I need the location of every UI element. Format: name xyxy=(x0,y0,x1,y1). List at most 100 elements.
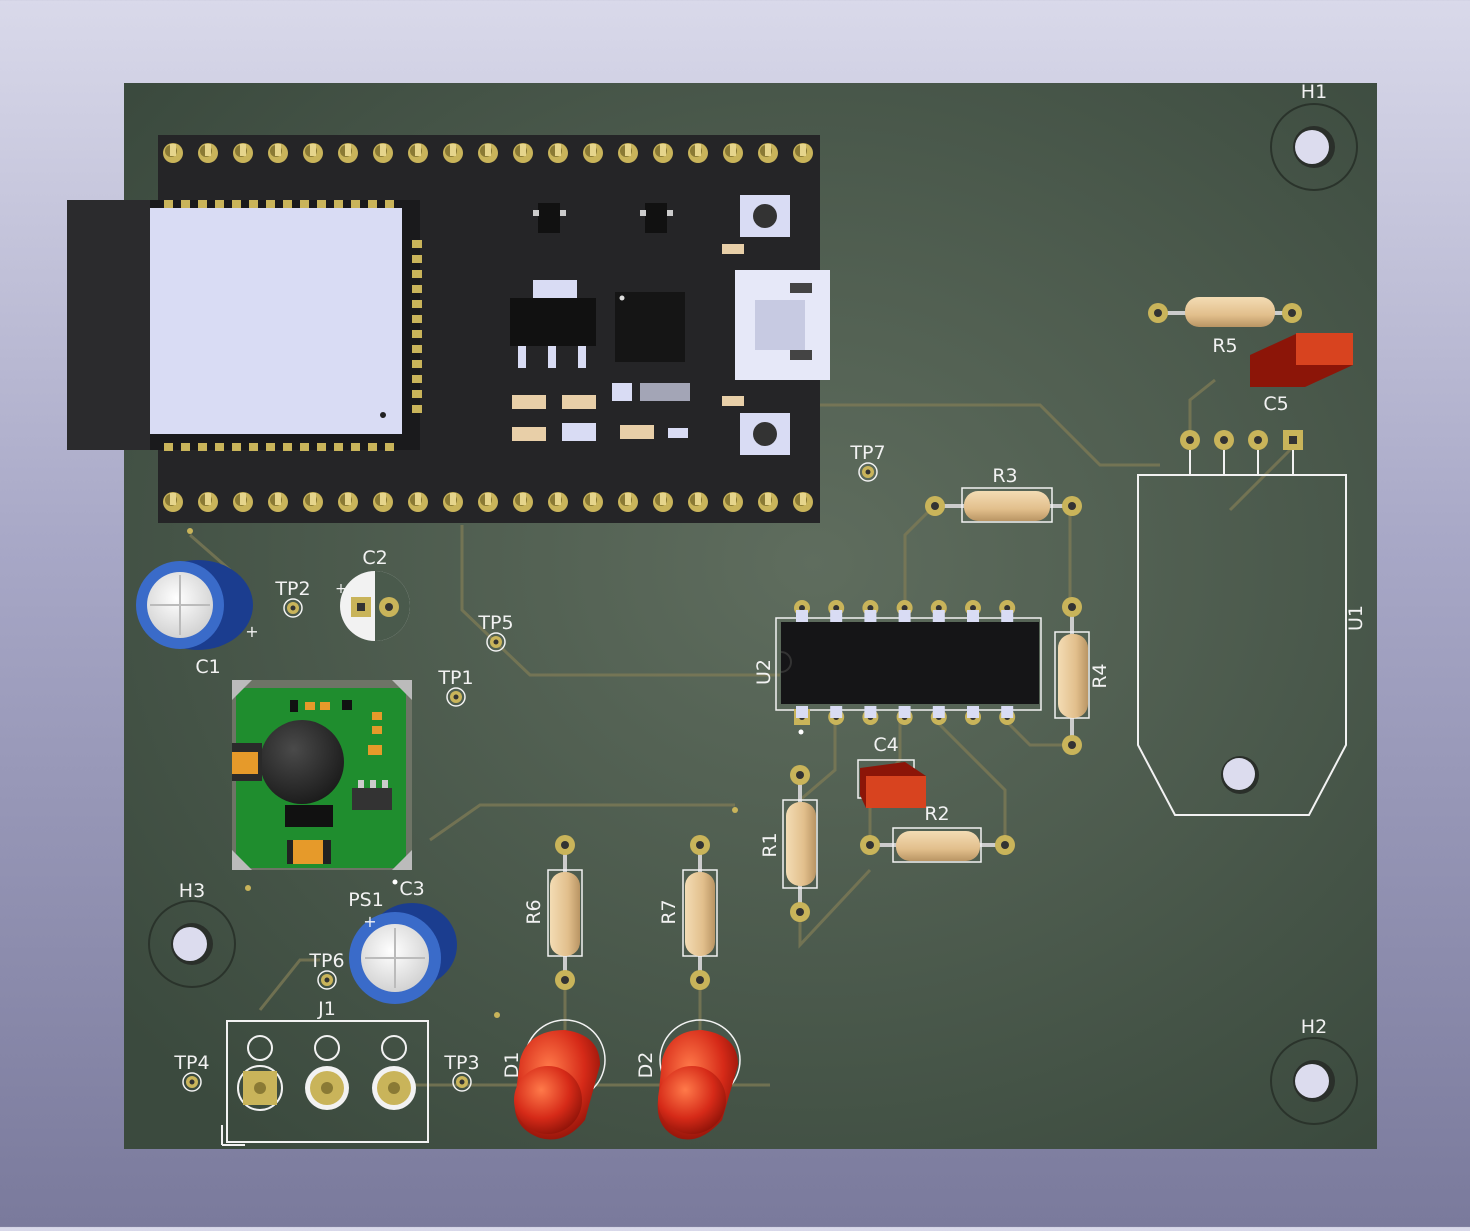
polarity-mark: + xyxy=(245,622,258,641)
capacitor-c4: C4 xyxy=(857,734,926,808)
esp32-module xyxy=(67,135,830,523)
ref-label: R1 xyxy=(759,832,781,857)
capacitor-c5: C5 xyxy=(1250,333,1353,415)
ref-label: R3 xyxy=(992,465,1017,487)
resistor-r6: R6 xyxy=(523,835,583,990)
resistor-r1: R1 xyxy=(759,765,818,922)
ref-label: C5 xyxy=(1263,393,1288,415)
u1-pins xyxy=(1180,430,1303,475)
ref-label: U2 xyxy=(753,659,775,685)
ref-label: TP5 xyxy=(477,612,513,634)
test-point-pad xyxy=(452,1072,472,1092)
led-d2: D2 xyxy=(635,1019,741,1140)
header-pin xyxy=(653,492,673,512)
regulator-tab xyxy=(533,280,577,302)
ref-label: U1 xyxy=(1345,605,1367,631)
header-pin xyxy=(723,492,743,512)
header-pin xyxy=(338,492,358,512)
ref-label: R7 xyxy=(658,899,680,924)
test-point-pad xyxy=(486,632,506,652)
mounting-hole-h2: H2 xyxy=(1270,1016,1358,1125)
castellations-right xyxy=(412,240,422,413)
resistor-icon xyxy=(1058,634,1088,718)
header-pin xyxy=(583,143,603,163)
ic-pin xyxy=(794,706,810,725)
resistor-r5: R5 xyxy=(1148,297,1302,357)
header-pin xyxy=(793,492,813,512)
test-points xyxy=(182,462,878,1092)
header-pin xyxy=(408,143,428,163)
usb-connector xyxy=(735,270,830,380)
ic-pin xyxy=(896,600,913,622)
ic-pin xyxy=(862,706,879,725)
inductor xyxy=(260,720,344,804)
header-pin xyxy=(688,143,708,163)
header-pin xyxy=(583,492,603,512)
mounting-hole-icon xyxy=(1270,1037,1358,1125)
ref-label: H1 xyxy=(1301,81,1327,103)
header-pin xyxy=(373,143,393,163)
ic-pin xyxy=(862,600,879,622)
ref-label: H3 xyxy=(179,880,205,902)
header-pin xyxy=(513,143,533,163)
resistor-r7: R7 xyxy=(658,835,718,990)
resistor-icon xyxy=(685,872,715,956)
header-pin xyxy=(478,492,498,512)
ref-label: TP4 xyxy=(173,1052,209,1074)
u2-pins xyxy=(794,600,1016,725)
mounting-hole-h1: H1 xyxy=(1270,81,1358,191)
resistor-icon xyxy=(1185,297,1275,327)
header-pin xyxy=(793,143,813,163)
resistor-r2: R2 xyxy=(860,803,1015,863)
header-pin xyxy=(198,492,218,512)
ic-pin xyxy=(930,600,947,622)
ref-label: C1 xyxy=(195,656,220,678)
resistor-icon xyxy=(964,491,1050,521)
header-pin xyxy=(723,143,743,163)
resistor-icon xyxy=(786,802,816,886)
ic-u2: U2 xyxy=(753,600,1042,725)
header-pin xyxy=(478,143,498,163)
copper-traces xyxy=(189,378,1297,1087)
u1-footprint: U1 xyxy=(1137,430,1367,816)
ic-pin xyxy=(896,706,913,725)
ic-pin xyxy=(828,600,845,622)
ref-label: R4 xyxy=(1089,663,1111,688)
resistor-icon xyxy=(550,872,580,956)
ref-label: TP3 xyxy=(443,1052,479,1074)
header-pin xyxy=(758,492,778,512)
castellations-top xyxy=(164,200,394,208)
header-pins-bottom xyxy=(163,492,813,512)
ref-label: R6 xyxy=(523,899,545,924)
ref-label: TP1 xyxy=(437,667,473,689)
header-pin xyxy=(338,143,358,163)
reset-button xyxy=(740,413,790,455)
castellations-bottom xyxy=(164,443,394,451)
usb-uart-chip xyxy=(615,292,685,362)
resistor-r4: R4 xyxy=(1054,597,1111,755)
header-pin xyxy=(653,143,673,163)
test-point-pad xyxy=(858,462,878,482)
header-pin xyxy=(303,143,323,163)
mounting-hole-icon xyxy=(148,900,236,988)
test-point-pad xyxy=(446,687,466,707)
ic-pin xyxy=(794,600,810,622)
header-pin xyxy=(548,492,568,512)
vias xyxy=(187,528,804,1018)
ic-pin xyxy=(965,706,981,725)
ref-label: C3 xyxy=(399,878,424,900)
resistor-icon xyxy=(896,831,980,861)
header-pin xyxy=(618,492,638,512)
test-point-pad xyxy=(317,970,337,990)
ref-label: R5 xyxy=(1212,335,1237,357)
capacitor-c3: + C3 xyxy=(349,878,457,1004)
header-pin xyxy=(303,492,323,512)
mounting-hole-icon xyxy=(1270,103,1358,191)
header-pin xyxy=(163,143,183,163)
header-pin xyxy=(548,143,568,163)
header-pin xyxy=(513,492,533,512)
resistor-r3: R3 xyxy=(925,465,1082,523)
polarity-mark: + xyxy=(335,581,347,597)
header-pin xyxy=(268,143,288,163)
